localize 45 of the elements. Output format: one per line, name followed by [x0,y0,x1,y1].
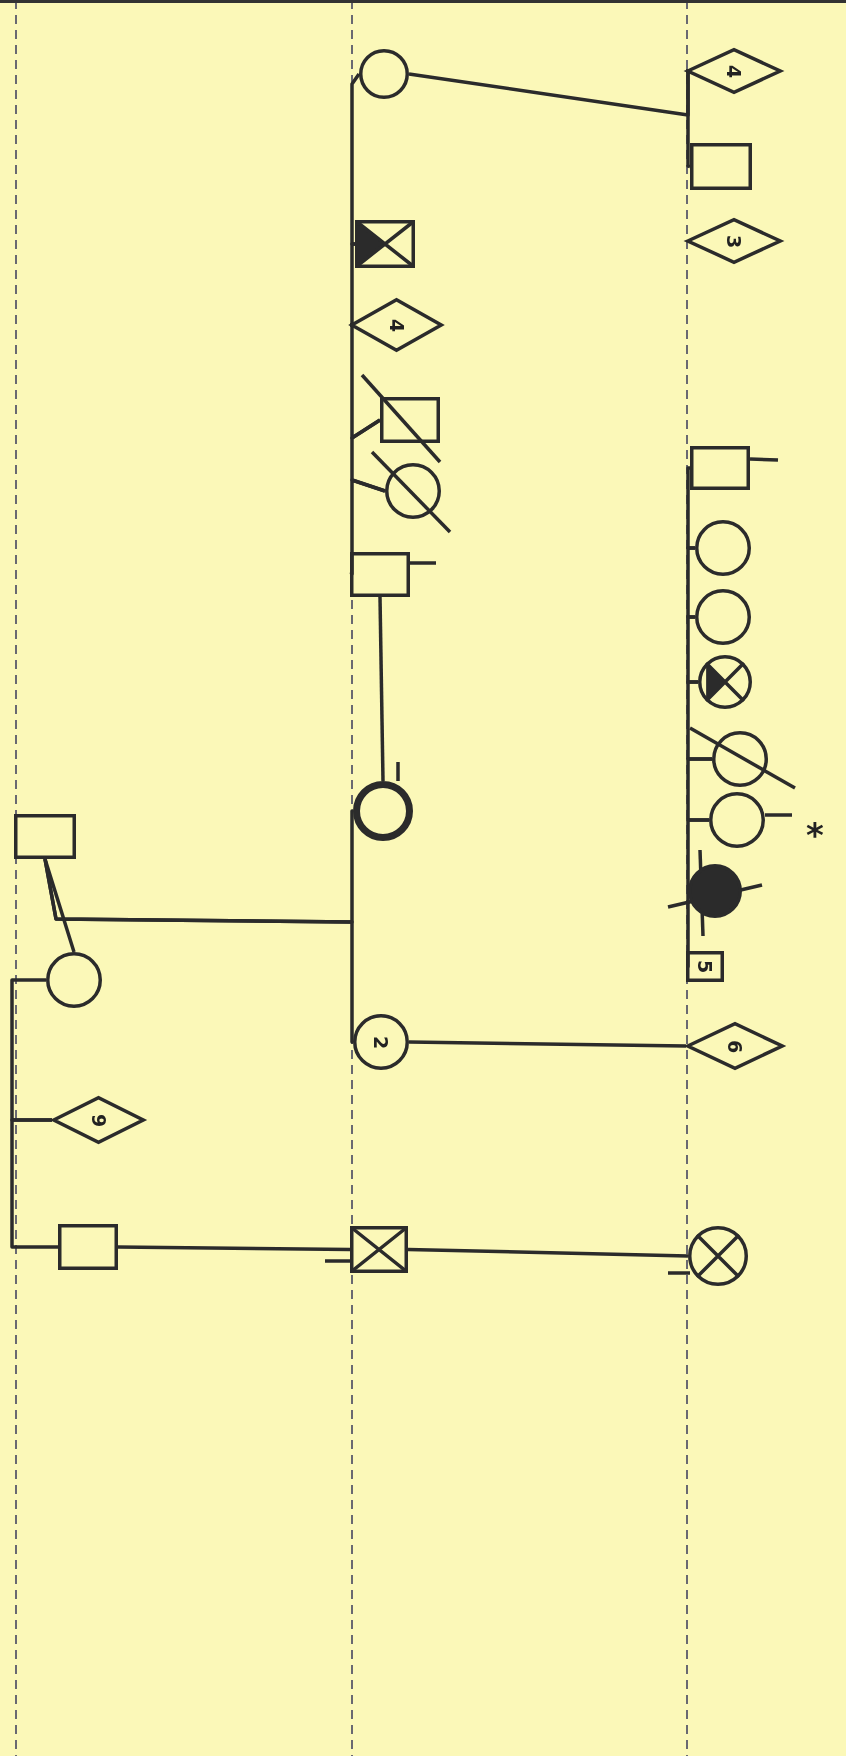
pedigree-line [43,858,355,1044]
diamond-symbol [52,1096,145,1144]
square-symbol [58,1224,118,1270]
pedigree-line [10,1118,58,1249]
diamond-symbol [350,298,443,352]
count-number: 4 [387,318,406,332]
circle-symbol [353,781,413,841]
circle-symbol [385,463,441,519]
diamond-symbol [686,1022,784,1070]
asterisk-note: * [806,818,824,852]
pedigree-line [407,1247,689,1258]
circle-symbol [695,589,751,645]
square-symbol [380,397,440,443]
square-symbol [350,1226,408,1273]
pedigree-line [378,596,385,782]
count-number: 2 [371,1035,391,1049]
circle-symbol [359,49,409,99]
circle-symbol [688,864,742,918]
circle-symbol [46,952,102,1008]
count-number: 9 [89,1113,108,1127]
circle-symbol [698,655,752,709]
square-symbol [686,951,724,982]
count-number: 3 [724,234,744,248]
pedigree-line [686,546,695,619]
pedigree-line [686,757,712,822]
count-number: 6 [725,1039,745,1053]
circle-symbol [688,1226,748,1286]
count-number: 5 [695,959,715,974]
diamond-symbol [686,218,782,264]
diamond-symbol [686,48,782,94]
square-symbol [355,220,415,268]
square-symbol [690,143,752,190]
circle-symbol [695,520,751,576]
pedigree-line [118,1245,350,1252]
pedigree-line [350,73,361,246]
square-symbol [14,814,76,859]
square-symbol [350,552,410,597]
pedigree-line [408,1040,687,1048]
pedigree-line [685,69,691,168]
circle-symbol [712,731,768,787]
pedigree-line [686,615,698,684]
square-symbol [690,446,750,490]
circle-symbol [709,792,765,848]
circle-symbol [353,1014,409,1070]
count-number: 4 [724,64,744,78]
